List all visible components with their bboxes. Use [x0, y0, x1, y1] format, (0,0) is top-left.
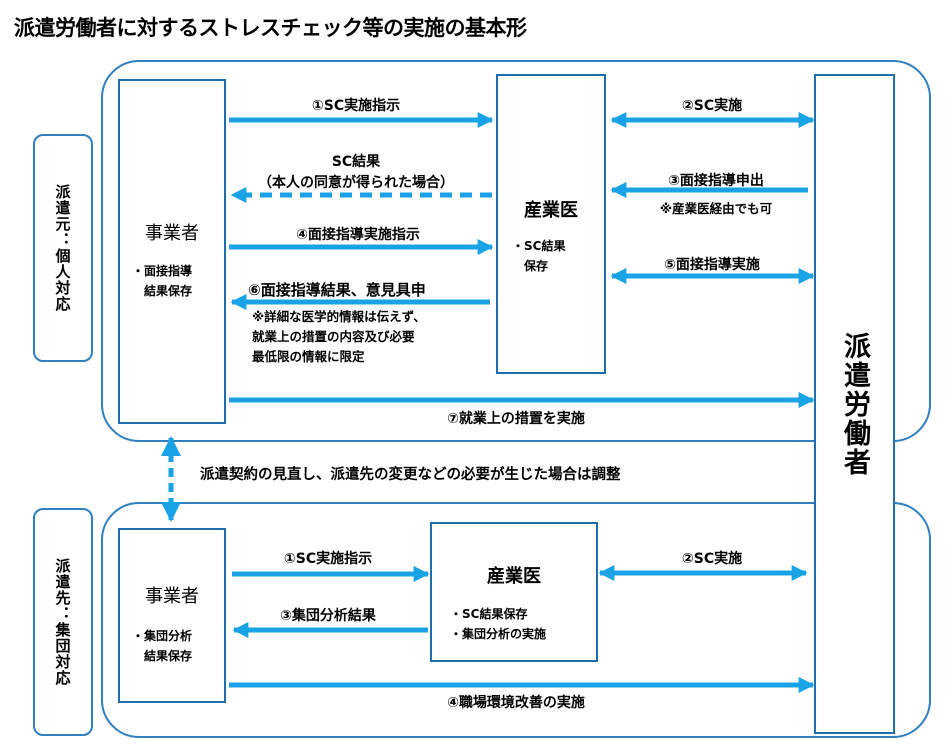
adjustment-note: 派遣契約の見直し、派遣先の変更などの必要が生じた場合は調整	[200, 467, 621, 483]
label-interview-request-note: ※産業医経由でも可	[659, 201, 773, 216]
label-sc-result-2: （本人の同意が得られた場合）	[258, 175, 454, 191]
top-employer-note: ・面接指導 結果保存	[132, 264, 193, 298]
label-bottom-sc-instruction: ①SC実施指示	[283, 551, 373, 567]
bottom-employer-box: 事業者 ・集団分析 結果保存	[118, 528, 226, 703]
label-interview-conduct: ⑤面接指導実施	[664, 257, 760, 273]
label-interview-result-note: ※詳細な医学的情報は伝えず、 就業上の措置の内容及び必要 最低限の情報に限定	[252, 309, 426, 364]
label-interview-result: ⑥面接指導結果、意見具申	[248, 281, 426, 299]
bottom-section-frame	[101, 502, 931, 738]
top-section-label-text: 派遣元：個人対応	[53, 184, 72, 312]
label-interview-request: ③面接指導申出	[668, 173, 764, 189]
bottom-doctor-name: 産業医	[487, 566, 541, 587]
top-employer-box: 事業者 ・面接指導 結果保存	[118, 79, 226, 424]
bottom-doctor-box: 産業医 ・SC結果保存 ・集団分析の実施	[430, 522, 598, 662]
top-section-frame	[101, 60, 931, 442]
label-sc-result-1: SC結果	[331, 154, 381, 170]
label-sc-instruction: ①SC実施指示	[311, 98, 401, 114]
bottom-section-label-text: 派遣先：集団対応	[53, 558, 72, 686]
label-sc-conduct: ②SC実施	[681, 98, 743, 114]
top-employer-name: 事業者	[145, 223, 199, 244]
label-bottom-sc-conduct: ②SC実施	[681, 551, 743, 567]
bottom-employer-name: 事業者	[145, 586, 199, 607]
page-title: 派遣労働者に対するストレスチェック等の実施の基本形	[14, 16, 527, 40]
bottom-section-label: 派遣先：集団対応	[33, 508, 93, 736]
top-doctor-box: 産業医 ・SC結果 保存	[496, 74, 606, 374]
label-workplace-improvement: ④職場環境改善の実施	[447, 695, 585, 711]
top-doctor-name: 産業医	[524, 200, 578, 221]
bottom-doctor-note: ・SC結果保存 ・集団分析の実施	[450, 607, 547, 641]
label-group-analysis-result: ③集団分析結果	[280, 608, 376, 624]
worker-label: 派遣労働者	[839, 331, 870, 477]
label-measures: ⑦就業上の措置を実施	[447, 411, 585, 427]
top-section-label: 派遣元：個人対応	[33, 134, 93, 362]
top-doctor-note: ・SC結果 保存	[512, 239, 566, 273]
worker-box: 派遣労働者	[814, 74, 895, 734]
bottom-employer-note: ・集団分析 結果保存	[132, 629, 193, 663]
label-interview-instruction: ④面接指導実施指示	[296, 227, 420, 243]
